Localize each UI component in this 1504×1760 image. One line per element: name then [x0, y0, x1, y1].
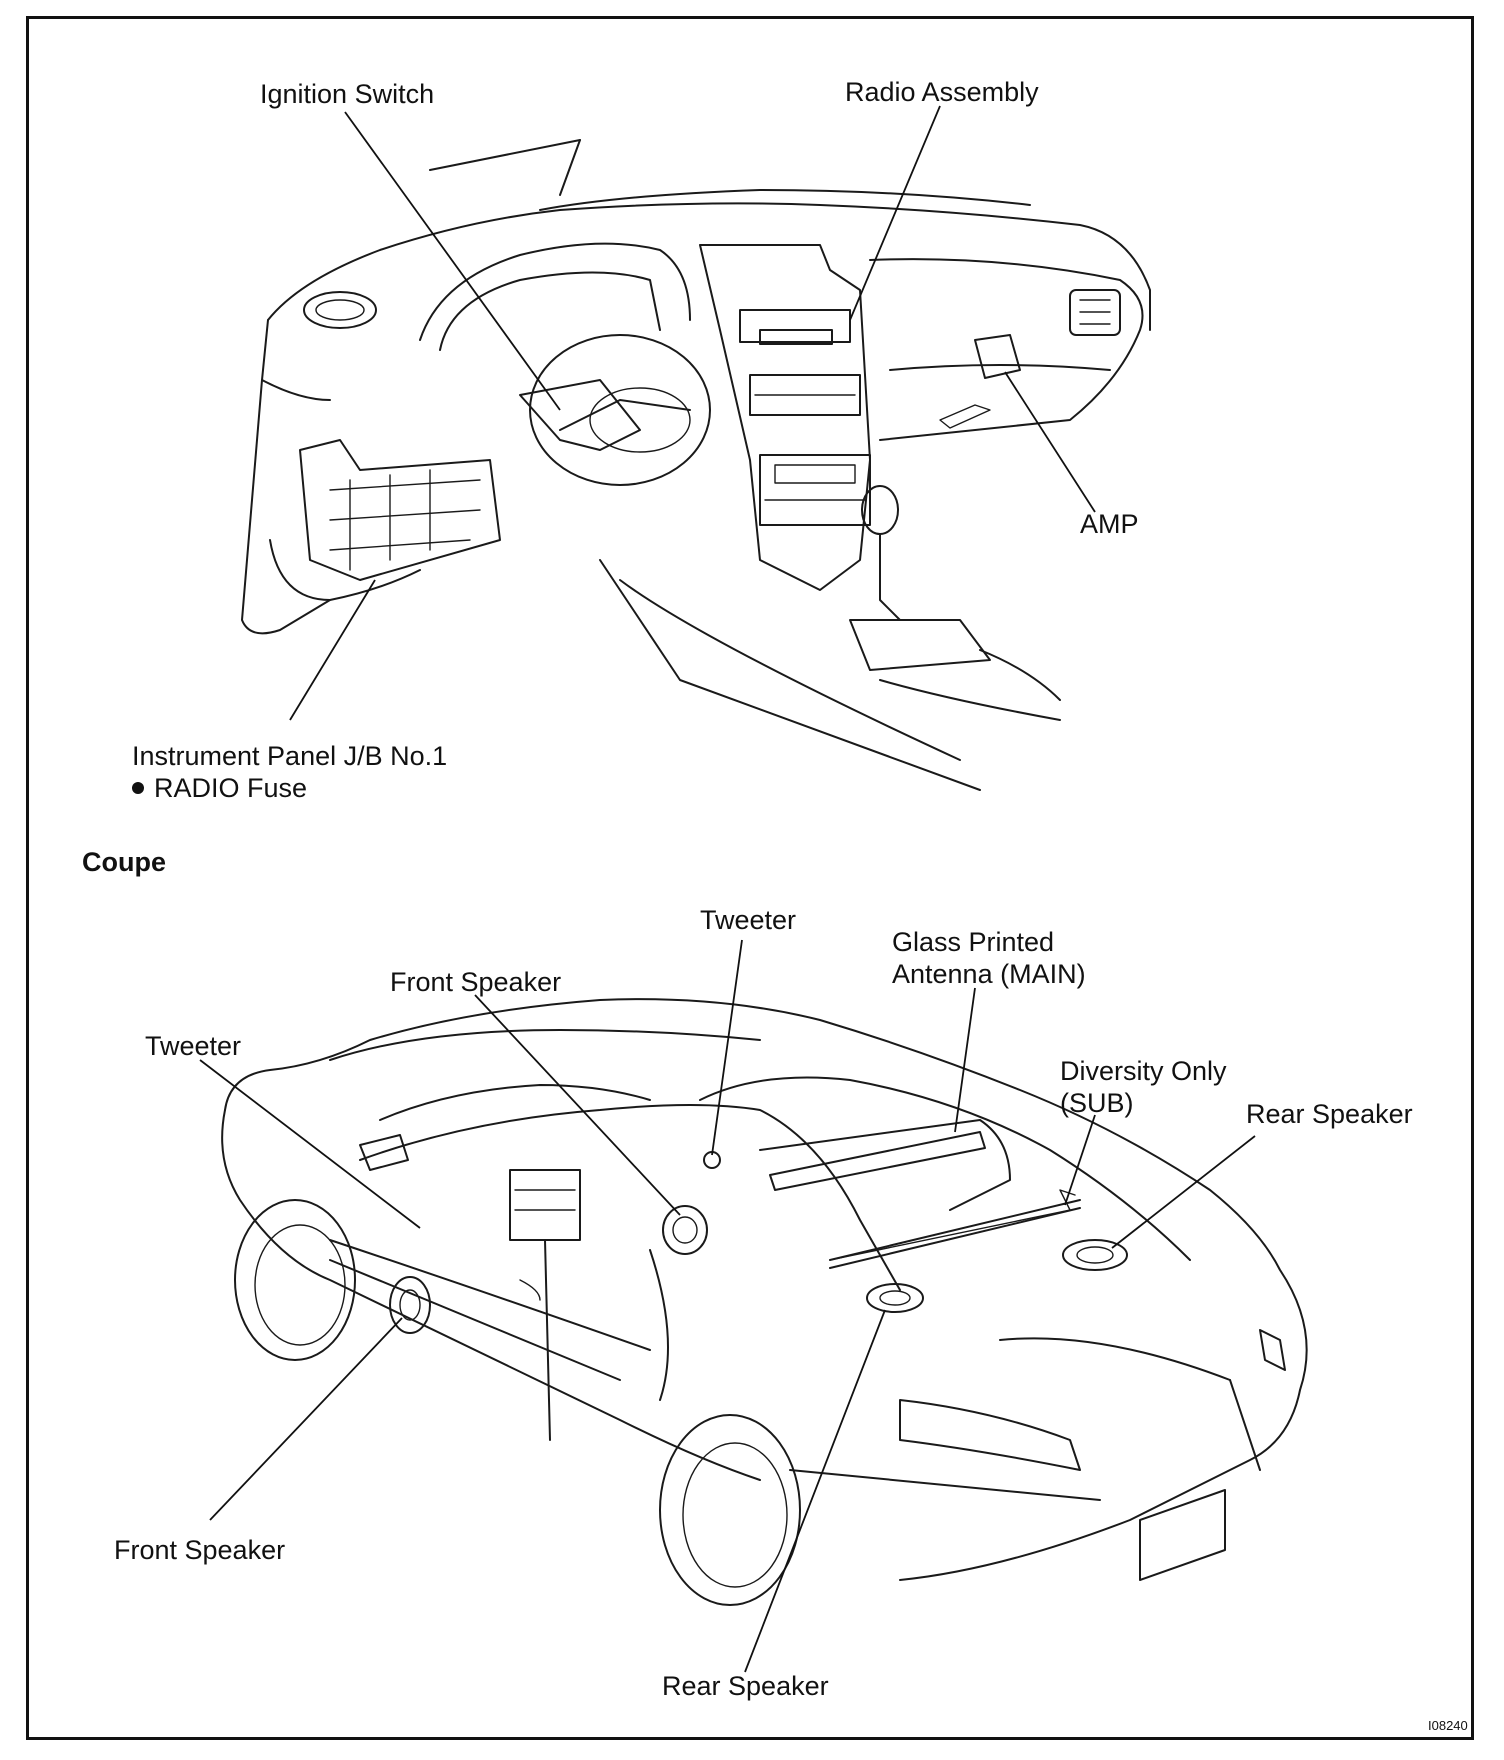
leader-tweeter-top [711, 939, 743, 1156]
leader-radio-assembly [849, 105, 941, 321]
label-glass-line1: Glass Printed [892, 927, 1055, 957]
leader-diversity-sub [1064, 1114, 1096, 1206]
label-rear-speaker-bottom: Rear Speaker [662, 1671, 829, 1701]
label-jb-line1: Instrument Panel J/B No.1 [132, 741, 448, 771]
leader-amp [1004, 371, 1096, 513]
figure-code: I08240 [1428, 1718, 1468, 1733]
label-front-speaker-bottom: Front Speaker [114, 1535, 286, 1565]
leader-rear-speaker-right [1111, 1135, 1256, 1249]
leader-front-speaker-bottom [209, 1317, 403, 1521]
leader-rear-speaker-bottom [744, 1309, 886, 1673]
label-diversity-line1: Diversity Only [1060, 1056, 1227, 1086]
label-front-speaker-top: Front Speaker [390, 967, 562, 997]
coupe-illustration [221, 998, 1308, 1606]
bullet-icon [132, 782, 144, 794]
section-title-coupe: Coupe [82, 847, 166, 877]
label-rear-speaker-right: Rear Speaker [1246, 1099, 1413, 1129]
leader-front-speaker-top [474, 994, 681, 1216]
dashboard-illustration [241, 139, 1151, 791]
label-jb-line2: RADIO Fuse [132, 772, 307, 804]
leader-tweeter-left [199, 1059, 421, 1229]
label-radio-fuse: RADIO Fuse [154, 773, 308, 803]
label-tweeter-top: Tweeter [700, 905, 797, 935]
label-diversity-line2: (SUB) [1060, 1088, 1134, 1118]
label-radio-assembly: Radio Assembly [845, 77, 1039, 107]
leader-ignition-switch [344, 111, 561, 411]
label-ignition-switch: Ignition Switch [260, 79, 435, 109]
diagram-frame [26, 16, 1474, 1740]
leader-glass-antenna [954, 987, 976, 1133]
label-tweeter-left: Tweeter [145, 1031, 242, 1061]
leader-junction-block [289, 579, 376, 721]
label-glass-line2: Antenna (MAIN) [892, 959, 1086, 989]
label-amp: AMP [1080, 509, 1139, 539]
